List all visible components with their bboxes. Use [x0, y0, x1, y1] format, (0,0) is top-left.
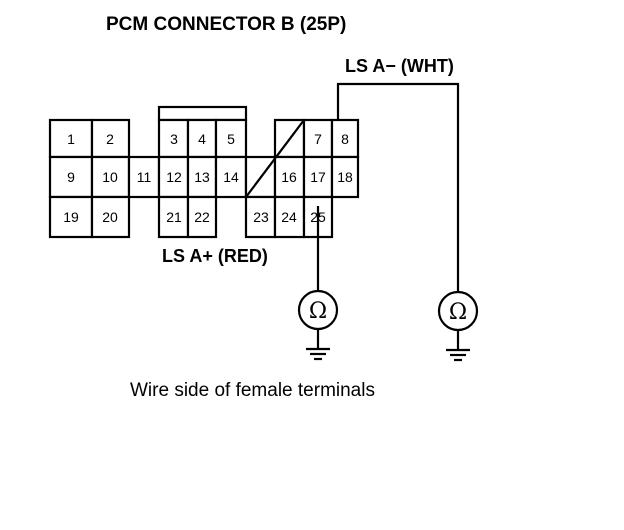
pin-label: 21: [166, 209, 182, 225]
ohmmeter-icon: Ω: [297, 289, 339, 331]
pin-label: 10: [102, 169, 118, 185]
pin-label: 8: [341, 131, 349, 147]
pin-label: 20: [102, 209, 118, 225]
pin-cell: [186, 195, 218, 239]
pin-label: 4: [198, 131, 206, 147]
pin-label: 23: [253, 209, 269, 225]
pin-label: 19: [63, 209, 79, 225]
pin-label: 5: [227, 131, 235, 147]
ground-icon: [446, 330, 470, 362]
ohm-symbol: Ω: [309, 299, 327, 324]
pin-cell: [244, 195, 277, 239]
pin-label: 11: [137, 169, 152, 185]
pin-label: 7: [314, 131, 322, 147]
pin-label: 3: [170, 131, 178, 147]
pin-cell: [90, 195, 131, 239]
pin-label: 16: [281, 169, 297, 185]
pin-label: 24: [281, 209, 297, 225]
unused-pin-slash: [245, 119, 305, 198]
pin-label: 1: [67, 131, 75, 147]
diagram-caption: Wire side of female terminals: [130, 380, 375, 401]
diagram-title: PCM CONNECTOR B (25P): [106, 14, 346, 35]
pin-label: 22: [194, 209, 210, 225]
pin-label: 14: [223, 169, 239, 185]
pin-label: 18: [337, 169, 353, 185]
pin-cell: [157, 195, 190, 239]
wire-minus: [336, 82, 460, 292]
pin-label: 17: [310, 169, 326, 185]
pin-label: 13: [194, 169, 210, 185]
pin-label: 12: [166, 169, 182, 185]
pin-label: 9: [67, 169, 75, 185]
pin-cell: [302, 155, 334, 199]
pin-cell: [214, 118, 248, 159]
pin-cell: [214, 155, 248, 199]
ohmmeter-icon: Ω: [437, 290, 479, 332]
wire-plus-label: LS A+ (RED): [162, 246, 268, 266]
pin-cell: [127, 155, 161, 199]
wire-minus-label: LS A− (WHT): [345, 56, 454, 76]
connector-key: [157, 105, 248, 122]
connector-body: [48, 105, 360, 239]
pin-cell: [330, 155, 360, 199]
pin-cell: [157, 118, 190, 159]
ground-icon: [306, 329, 330, 361]
pin-label: 2: [106, 131, 114, 147]
ohm-symbol: Ω: [449, 300, 467, 325]
pin-cell: [186, 155, 218, 199]
pin-cell: [302, 118, 334, 159]
